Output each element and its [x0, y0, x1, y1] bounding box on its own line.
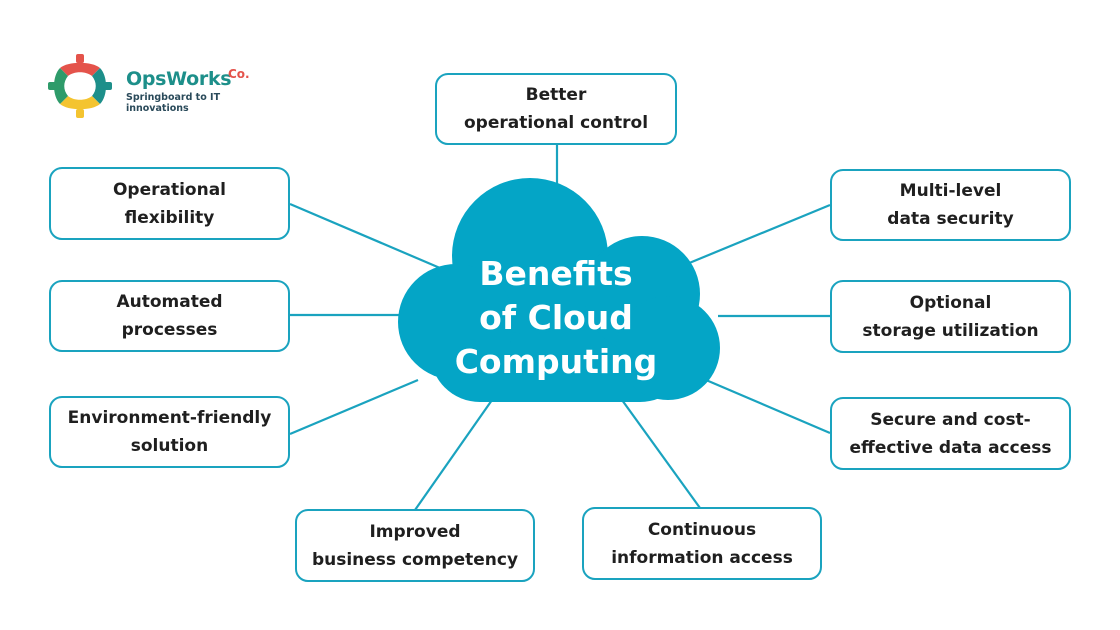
node-line-2: effective data access	[849, 437, 1052, 458]
brand-name: OpsWorks	[126, 68, 232, 90]
node-line-1: Automated	[116, 292, 223, 312]
connector-improved-business	[414, 399, 493, 511]
brand-suffix: Co.	[228, 67, 250, 81]
node-line-1: Operational	[112, 179, 227, 200]
gear-logo-icon	[48, 54, 112, 118]
node-multi-level-data-security: Multi-level data security	[830, 169, 1071, 241]
brand-tagline: Springboard to IT innovations	[126, 92, 221, 114]
connector-continuous-information	[621, 399, 701, 509]
node-line-2: business competency	[311, 549, 519, 570]
node-line-1: Improved	[369, 521, 461, 542]
cloud-title-line-2: of Cloud	[479, 298, 633, 337]
node-automated-processes: Automated processes	[49, 280, 290, 352]
node-continuous-information-access: Continuous information access	[582, 507, 822, 580]
node-line-2: processes	[121, 320, 218, 340]
connector-environment-friendly	[289, 378, 419, 436]
cloud-title: Benefits of Cloud Computing	[420, 252, 692, 384]
node-line-1: Secure and cost-	[870, 409, 1031, 430]
node-line-2: solution	[130, 436, 209, 456]
node-line-1: Environment-friendly	[67, 408, 272, 428]
connector-secure-cost-effective	[705, 378, 831, 435]
cloud-title-line-1: Benefits	[479, 254, 633, 293]
connector-lines	[289, 145, 831, 511]
node-operational-flexibility: Operational flexibility	[49, 167, 290, 240]
node-line-2: operational control	[463, 113, 649, 133]
node-improved-business-competency: Improved business competency	[295, 509, 535, 582]
node-line-2: flexibility	[124, 207, 215, 228]
node-better-operational-control: Better operational control	[435, 73, 677, 145]
connector-operational-flexibility	[289, 202, 441, 270]
connector-multi-level-security	[681, 203, 831, 268]
node-line-2: storage utilization	[862, 320, 1039, 341]
node-line-1: Optional	[909, 292, 992, 313]
node-environment-friendly-solution: Environment-friendly solution	[49, 396, 290, 468]
cloud-shape	[398, 178, 720, 402]
node-line-2: information access	[611, 547, 793, 568]
node-line-1: Continuous	[647, 519, 757, 540]
brand-logo: OpsWorks Co. Springboard to IT innovatio…	[46, 52, 286, 122]
node-line-1: Multi-level	[899, 181, 1002, 201]
node-line-1: Better	[525, 85, 587, 105]
node-secure-cost-effective-data-access: Secure and cost- effective data access	[830, 397, 1071, 470]
node-optional-storage-utilization: Optional storage utilization	[830, 280, 1071, 353]
cloud-title-line-3: Computing	[454, 342, 658, 381]
node-line-2: data security	[887, 209, 1014, 229]
